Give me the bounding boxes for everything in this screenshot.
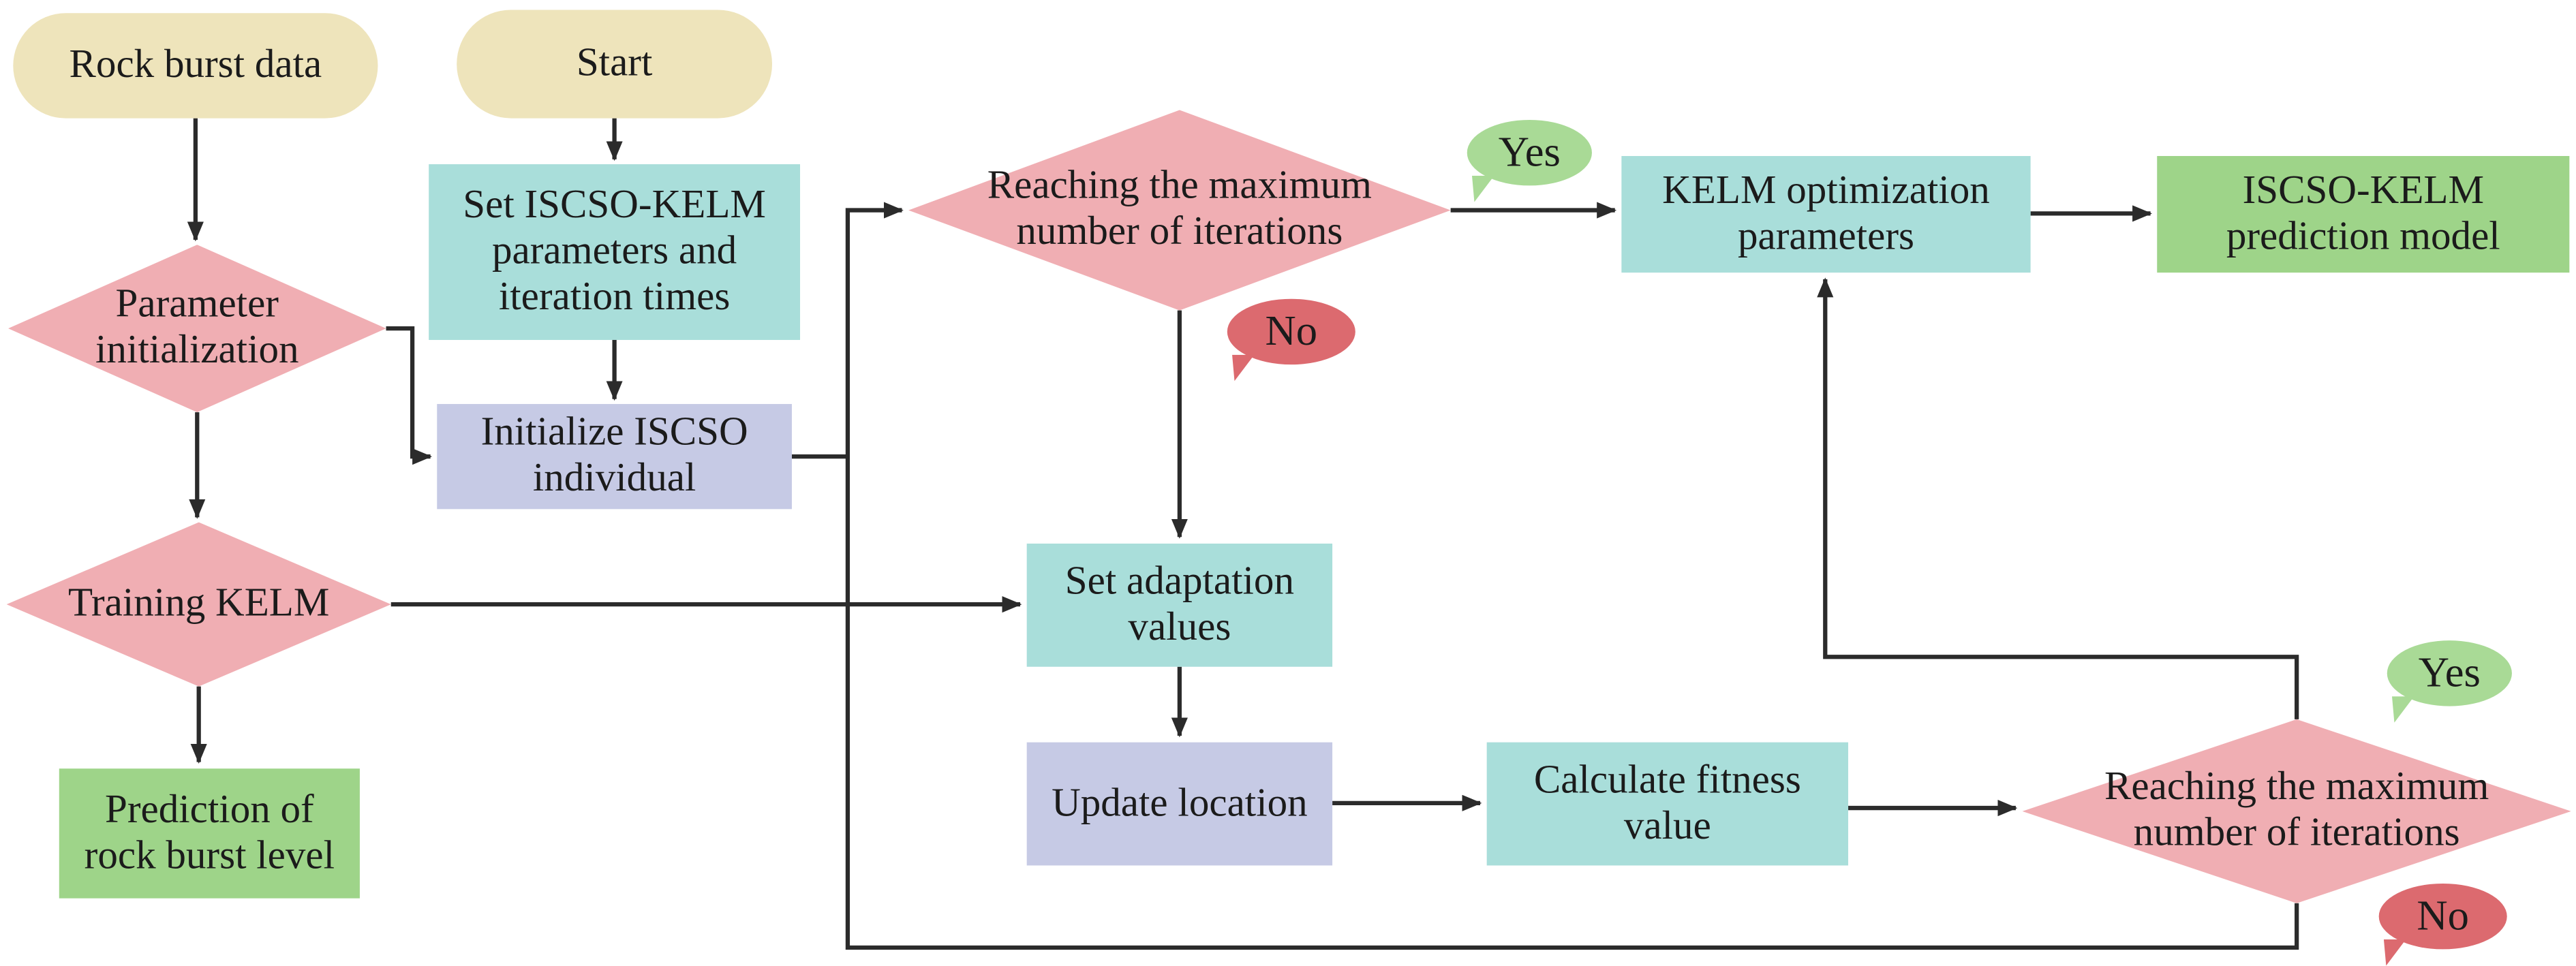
process-shape: [1026, 543, 1333, 667]
node-calculate-fitness-value: Calculate fitness value: [1486, 742, 1849, 866]
node-parameter-initialization: Parameter initialization: [8, 245, 386, 413]
output-shape: [59, 768, 360, 899]
bubble-label: No: [2417, 891, 2470, 939]
node-reaching-max-iterations-1: Reaching the maximum number of iteration…: [908, 110, 1451, 311]
node-reaching-max-iterations-2: Reaching the maximum number of iteration…: [2022, 719, 2571, 903]
speech-bubble-shape: [2378, 883, 2507, 950]
node-label: Start: [576, 40, 653, 85]
node-label: Prediction of rock burst level: [84, 786, 335, 878]
bubble-no-1: No: [1227, 298, 1355, 381]
node-kelm-optimization-parameters: KELM optimization parameters: [1621, 156, 2031, 273]
node-label: Update location: [1052, 780, 1308, 825]
process-shape: [429, 164, 801, 341]
node-label: Parameter initialization: [95, 281, 299, 373]
process-shape: [1486, 742, 1849, 866]
node-label: Training KELM: [67, 580, 330, 625]
node-initialize-iscso-individual: Initialize ISCSO individual: [437, 404, 792, 510]
speech-bubble-shape: [1467, 119, 1592, 186]
bubble-no-2: No: [2378, 883, 2507, 966]
node-set-adaptation-values: Set adaptation values: [1026, 543, 1333, 667]
bubble-label: Yes: [1498, 127, 1561, 176]
node-label: ISCSO-KELM prediction model: [2226, 168, 2500, 259]
node-label: Initialize ISCSO individual: [480, 409, 748, 501]
node-label: Rock burst data: [69, 42, 322, 87]
speech-bubble-shape: [2387, 640, 2512, 706]
node-label: Reaching the maximum number of iteration…: [2104, 764, 2489, 856]
node-training-kelm: Training KELM: [6, 522, 391, 687]
process-shape: [1621, 156, 2031, 273]
node-label: Set adaptation values: [1064, 558, 1295, 650]
bubble-yes-2: Yes: [2387, 640, 2512, 723]
node-prediction-of-rock-burst-level: Prediction of rock burst level: [59, 768, 360, 899]
edge-paraminit-to-initind: [386, 326, 433, 465]
node-rock-burst-data: Rock burst data: [13, 13, 378, 119]
node-update-location: Update location: [1026, 742, 1333, 866]
edge-yes-loop-to-kelmopt: [1817, 277, 2299, 719]
node-label: KELM optimization parameters: [1662, 168, 1990, 259]
bubble-label: Yes: [2418, 649, 2481, 696]
terminator-shape: [457, 10, 773, 119]
terminator-shape: [13, 13, 378, 119]
output-shape: [2157, 156, 2570, 273]
node-label: Set ISCSO-KELM parameters and iteration …: [463, 182, 766, 320]
speech-bubble-shape: [1227, 298, 1355, 365]
process-shape: [1026, 742, 1333, 866]
node-label: Reaching the maximum number of iteration…: [987, 163, 1373, 255]
node-start: Start: [457, 10, 773, 119]
edge-no-loop-to-diamond1: [845, 202, 2299, 950]
bubble-yes-1: Yes: [1467, 119, 1592, 202]
node-label: Calculate fitness value: [1533, 757, 1801, 849]
node-iscso-kelm-prediction-model: ISCSO-KELM prediction model: [2157, 156, 2570, 273]
process-shape: [437, 404, 792, 510]
bubble-label: No: [1265, 307, 1318, 355]
node-set-iscso-kelm-parameters: Set ISCSO-KELM parameters and iteration …: [429, 164, 801, 341]
